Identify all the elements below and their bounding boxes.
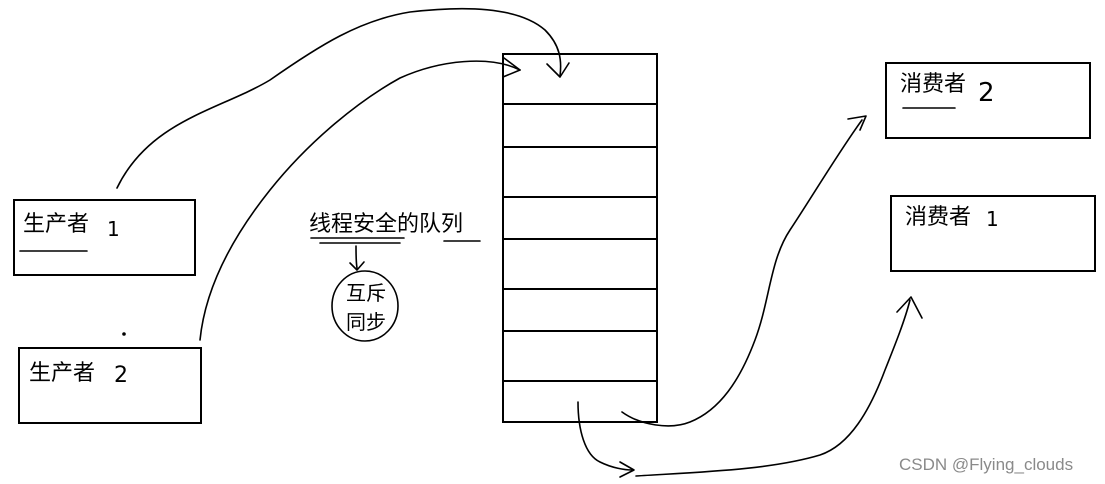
queue-cell <box>502 103 658 148</box>
arrowhead-icon <box>502 57 521 78</box>
consumer-1-number: 1 <box>986 207 999 231</box>
dot-mark <box>122 332 126 336</box>
arrowhead-icon <box>847 115 867 131</box>
consumer-2-box: 消费者 2 <box>885 62 1091 139</box>
producer-2-label: 生产者 <box>29 361 96 386</box>
producer-1-number: 1 <box>107 217 120 241</box>
watermark: CSDN @Flying_clouds <box>899 455 1074 474</box>
producer-1-box: 生产者 1 <box>13 199 196 276</box>
producer-2-box: 生产者 2 <box>18 347 202 424</box>
arrow-queue-to-consumer-lower <box>635 299 911 477</box>
arrowhead-icon <box>896 296 923 319</box>
mechanism-mutex: 互斥 <box>346 281 386 305</box>
arrow-queue-to-consumer-1 <box>621 119 863 427</box>
arrowhead-icon <box>349 261 365 271</box>
arrow-producer-2-to-queue <box>199 60 521 341</box>
arrowhead-icon <box>619 461 635 478</box>
mechanism-ellipse <box>331 270 399 342</box>
consumer-2-label: 消费者 <box>900 72 967 97</box>
queue-cell <box>502 196 658 240</box>
mechanism-sync: 同步 <box>346 310 386 334</box>
arrow-label-to-mechanism <box>355 245 358 269</box>
consumer-2-number: 2 <box>978 78 995 108</box>
consumer-1-label: 消费者 <box>905 205 972 230</box>
arrow-queue-bottom-down <box>577 401 633 471</box>
producer-1-label: 生产者 <box>23 212 90 237</box>
queue-cell <box>502 330 658 382</box>
arrowhead-icon <box>546 62 570 78</box>
producer-2-number: 2 <box>114 363 128 388</box>
queue-cell <box>502 380 658 423</box>
arrow-producer-1-to-queue <box>116 7 562 189</box>
queue-label: 线程安全的队列 <box>309 212 464 237</box>
consumer-1-box: 消费者 1 <box>890 195 1096 272</box>
